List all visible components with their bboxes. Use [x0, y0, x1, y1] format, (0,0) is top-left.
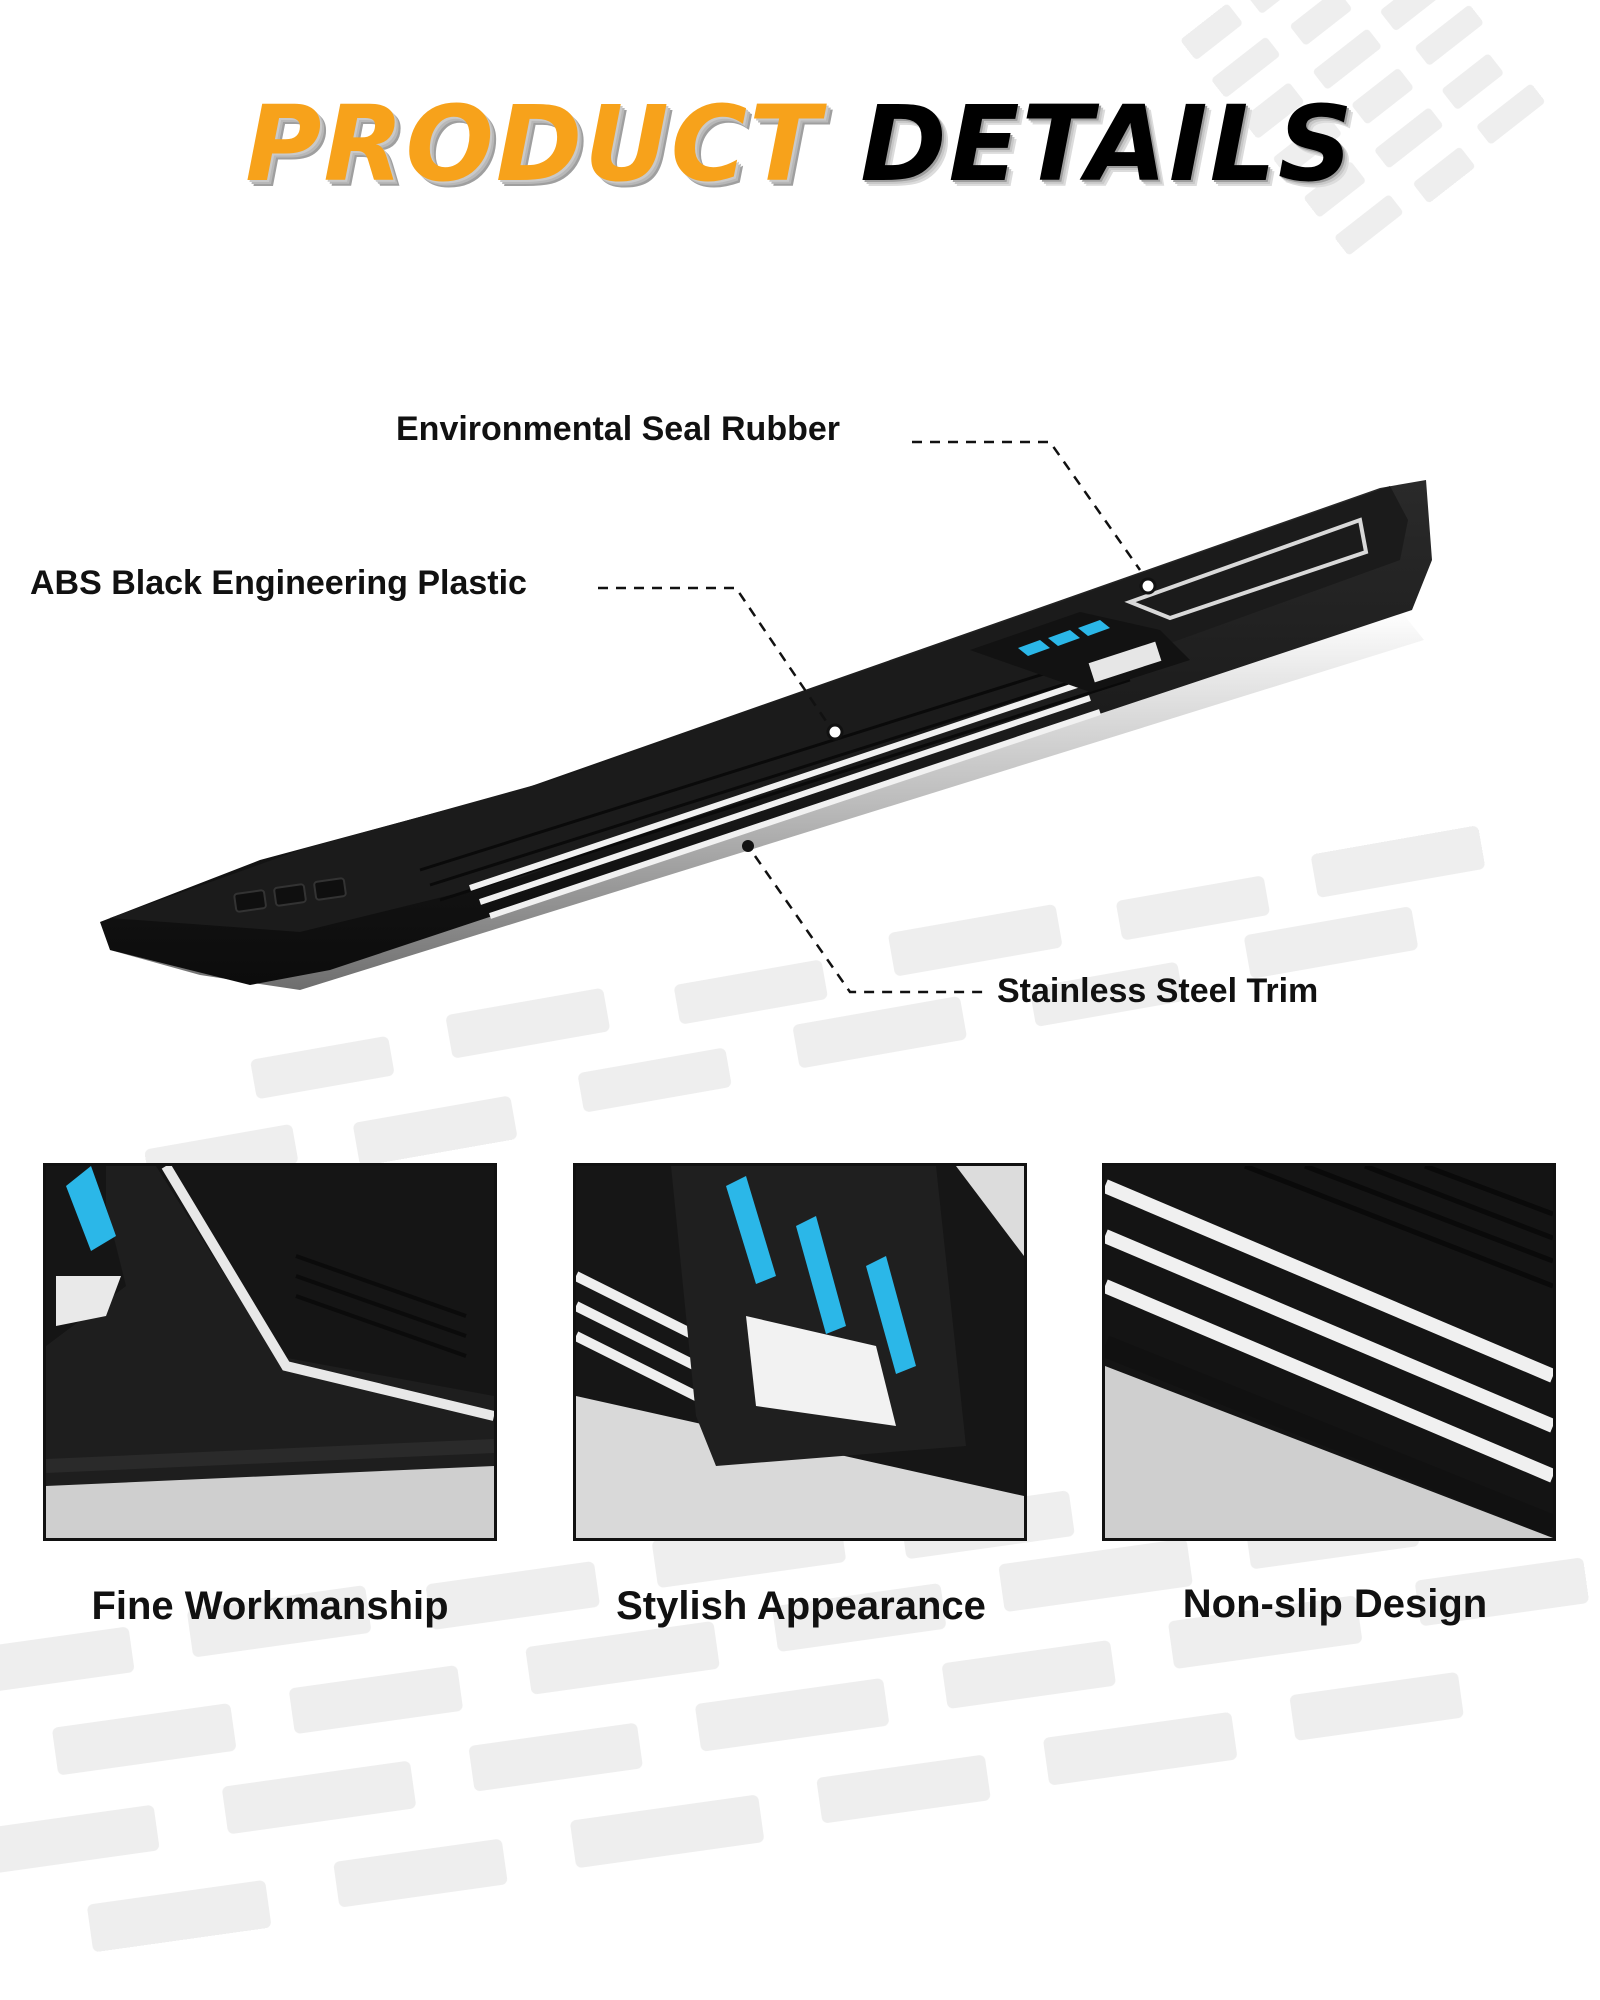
detail-image-workmanship: [43, 1163, 497, 1541]
detail-image-nonslip: [1102, 1163, 1556, 1541]
callout-steel-trim: Stainless Steel Trim: [997, 972, 1319, 1010]
callout-seal-rubber: Environmental Seal Rubber: [396, 410, 840, 448]
feature-label-nonslip: Non-slip Design: [1182, 1582, 1488, 1626]
callout-abs-plastic: ABS Black Engineering Plastic: [30, 564, 527, 602]
feature-label-workmanship: Fine Workmanship: [91, 1584, 449, 1628]
page-title: PRODUCT DETAILS: [0, 92, 1600, 196]
title-highlight: PRODUCT: [245, 83, 822, 205]
detail-image-appearance: [573, 1163, 1027, 1541]
title-rest: DETAILS: [860, 83, 1355, 205]
feature-label-appearance: Stylish Appearance: [616, 1584, 986, 1628]
